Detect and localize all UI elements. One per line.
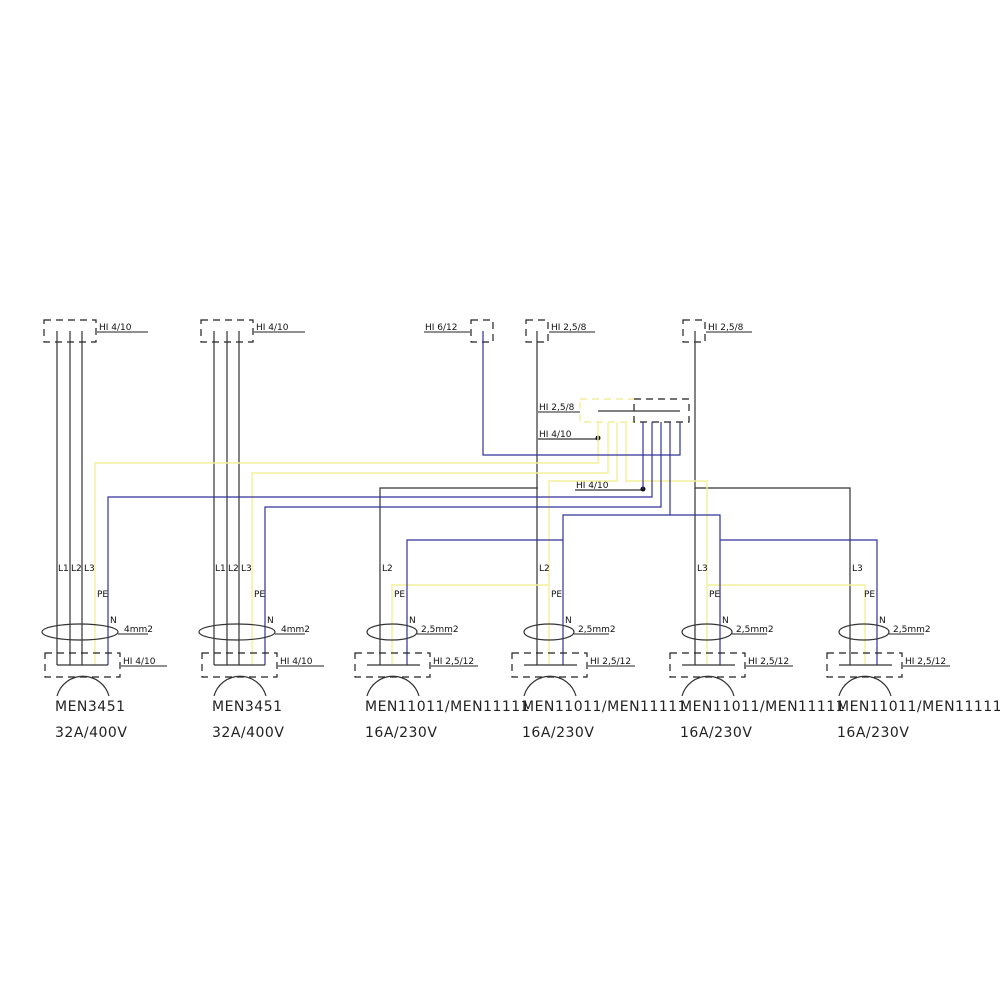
- neutral-wires: [107, 331, 878, 665]
- svg-text:HI 4/10: HI 4/10: [99, 323, 132, 333]
- svg-text:N: N: [110, 616, 117, 626]
- socket-4: L2 PE N 2,5mm2 HI 2,5/12 MEN11011/MEN1111…: [511, 564, 687, 741]
- svg-text:2,5mm2: 2,5mm2: [736, 625, 774, 635]
- svg-text:32A/400V: 32A/400V: [55, 725, 127, 741]
- svg-text:4mm2: 4mm2: [281, 625, 310, 635]
- socket-6: L3 PE N 2,5mm2 HI 2,5/12 MEN11011/MEN1111…: [826, 564, 1000, 741]
- svg-text:HI 4/10: HI 4/10: [539, 430, 572, 440]
- svg-text:HI 4/10: HI 4/10: [576, 481, 609, 491]
- svg-text:L3: L3: [852, 564, 863, 574]
- svg-text:L3: L3: [84, 564, 95, 574]
- svg-text:N: N: [565, 616, 572, 626]
- feed-box-2: HI 4/10: [200, 319, 305, 343]
- svg-text:L3: L3: [697, 564, 708, 574]
- svg-text:HI 2,5/8: HI 2,5/8: [539, 403, 575, 413]
- svg-text:HI 4/10: HI 4/10: [256, 323, 289, 333]
- svg-text:L2: L2: [539, 564, 550, 574]
- svg-text:2,5mm2: 2,5mm2: [421, 625, 459, 635]
- svg-text:16A/230V: 16A/230V: [522, 725, 594, 741]
- feed-box-1: HI 4/10: [43, 319, 148, 343]
- svg-text:PE: PE: [254, 590, 265, 600]
- svg-text:PE: PE: [864, 590, 875, 600]
- svg-text:L2: L2: [228, 564, 239, 574]
- svg-text:PE: PE: [394, 590, 405, 600]
- svg-text:MEN11011/MEN11111: MEN11011/MEN11111: [680, 699, 845, 715]
- svg-text:N: N: [409, 616, 416, 626]
- svg-text:32A/400V: 32A/400V: [212, 725, 284, 741]
- svg-text:MEN3451: MEN3451: [212, 699, 283, 715]
- svg-text:L1: L1: [58, 564, 69, 574]
- svg-text:L2: L2: [71, 564, 82, 574]
- svg-text:HI 2,5/12: HI 2,5/12: [905, 657, 946, 667]
- svg-text:16A/230V: 16A/230V: [680, 725, 752, 741]
- svg-text:PE: PE: [551, 590, 562, 600]
- svg-text:N: N: [722, 616, 729, 626]
- svg-text:L2: L2: [382, 564, 393, 574]
- junction-box: HI 2,5/8 HI 4/10 HI 4/10: [538, 398, 690, 492]
- svg-text:16A/230V: 16A/230V: [837, 725, 909, 741]
- svg-text:4mm2: 4mm2: [124, 625, 153, 635]
- feed-box-4: HI 2,5/8: [525, 319, 595, 343]
- svg-text:N: N: [879, 616, 886, 626]
- svg-text:HI 2,5/12: HI 2,5/12: [590, 657, 631, 667]
- svg-text:HI 2,5/8: HI 2,5/8: [708, 323, 744, 333]
- svg-text:MEN11011/MEN11111: MEN11011/MEN11111: [837, 699, 1000, 715]
- feed-box-hi612: HI 6/12: [424, 319, 494, 343]
- svg-text:HI 2,5/12: HI 2,5/12: [748, 657, 789, 667]
- svg-text:MEN3451: MEN3451: [55, 699, 126, 715]
- feed-box-5: HI 2,5/8: [682, 319, 752, 343]
- svg-text:HI 2,5/12: HI 2,5/12: [433, 657, 474, 667]
- svg-text:L1: L1: [215, 564, 226, 574]
- svg-text:HI 2,5/8: HI 2,5/8: [551, 323, 587, 333]
- svg-text:HI 6/12: HI 6/12: [425, 323, 458, 333]
- phase-wires: [56, 331, 851, 665]
- svg-text:PE: PE: [709, 590, 720, 600]
- svg-text:PE: PE: [97, 590, 108, 600]
- svg-text:HI 4/10: HI 4/10: [123, 657, 156, 667]
- socket-5: L3 PE N 2,5mm2 HI 2,5/12 MEN11011/MEN1111…: [669, 564, 845, 741]
- socket-3: L2 PE N 2,5mm2 HI 2,5/12 MEN11011/MEN1111…: [354, 564, 530, 741]
- svg-text:MEN11011/MEN11111: MEN11011/MEN11111: [522, 699, 687, 715]
- pe-wires: [94, 422, 866, 665]
- svg-text:2,5mm2: 2,5mm2: [578, 625, 616, 635]
- svg-text:MEN11011/MEN11111: MEN11011/MEN11111: [365, 699, 530, 715]
- svg-text:N: N: [267, 616, 274, 626]
- svg-text:2,5mm2: 2,5mm2: [893, 625, 931, 635]
- svg-text:HI 4/10: HI 4/10: [280, 657, 313, 667]
- svg-text:L3: L3: [241, 564, 252, 574]
- svg-text:16A/230V: 16A/230V: [365, 725, 437, 741]
